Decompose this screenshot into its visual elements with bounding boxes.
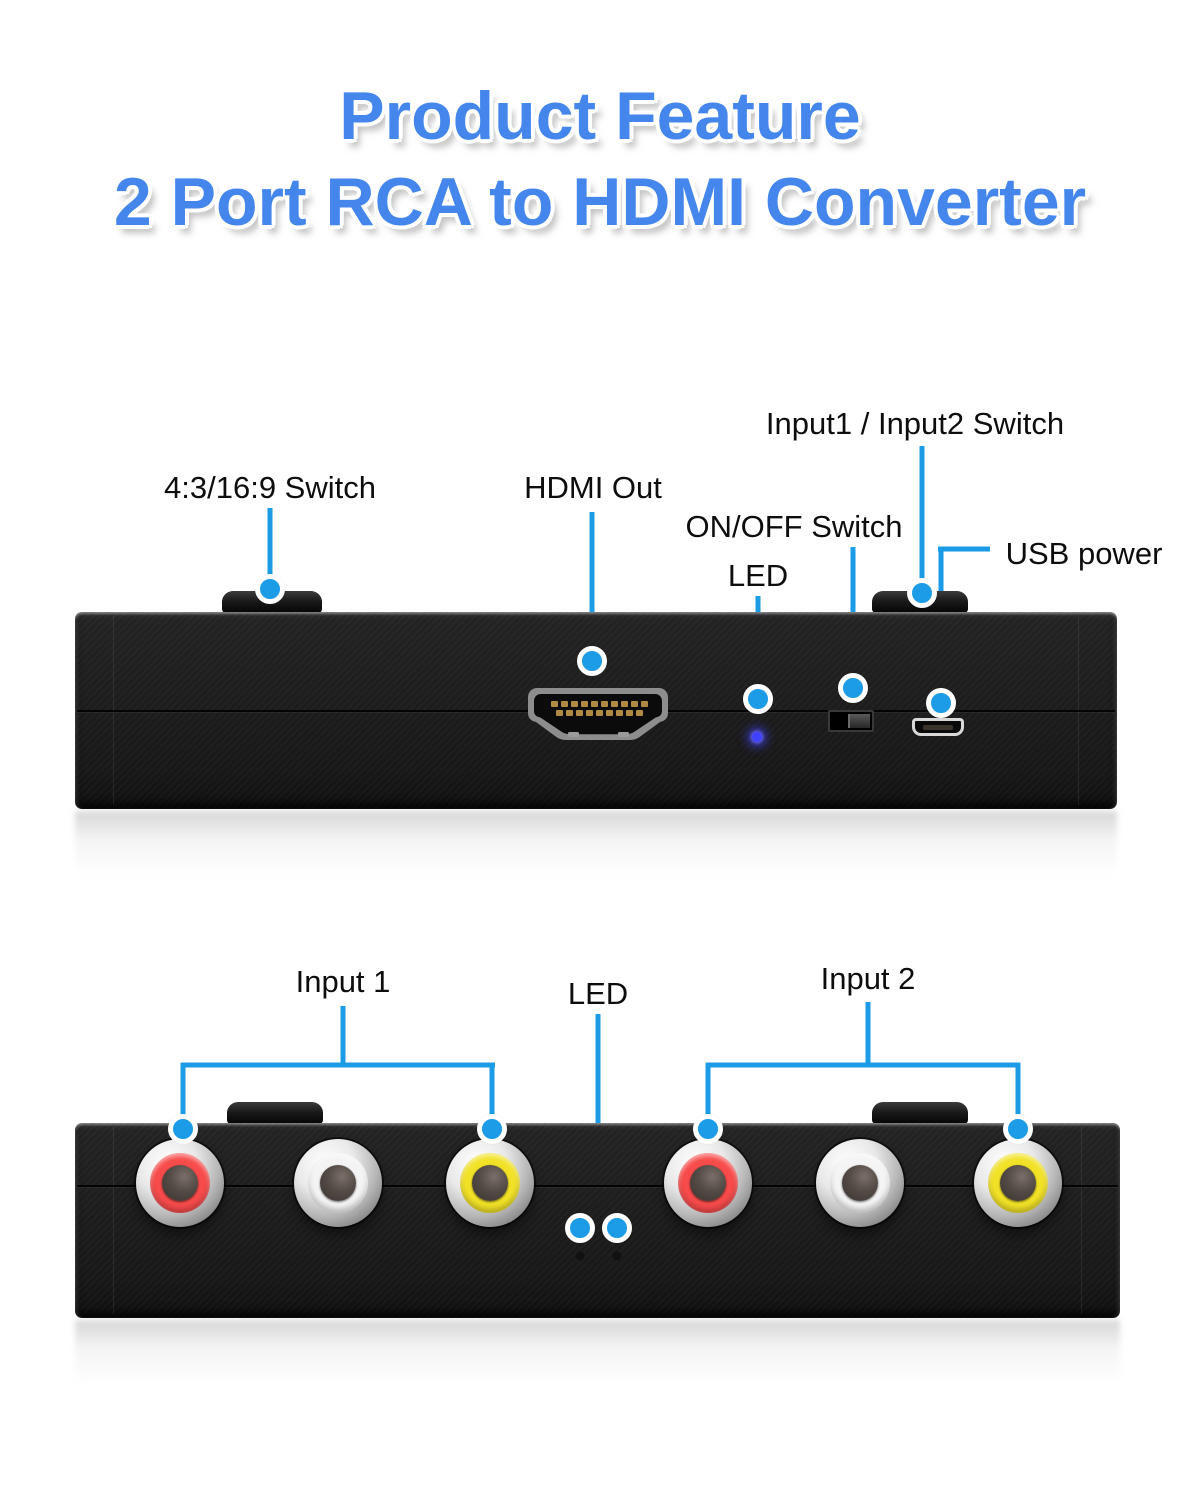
label-on-off-switch: ON/OFF Switch	[685, 509, 903, 544]
input1-bracket-stem	[340, 1006, 346, 1065]
rca-ring-yellow	[460, 1153, 520, 1213]
label-input1: Input 1	[295, 964, 391, 999]
rca-hole	[320, 1165, 356, 1201]
input2-bracket-right	[1015, 1063, 1021, 1125]
rca-ring-yellow	[988, 1153, 1048, 1213]
rca-ring-white	[308, 1153, 368, 1213]
label-input2: Input 2	[820, 961, 916, 996]
input1-bracket-left	[180, 1063, 186, 1125]
rca-hole	[690, 1165, 726, 1201]
callout-line-aspect	[267, 508, 273, 589]
pointer-dot-input1-left	[168, 1114, 198, 1144]
rca-ring-white	[830, 1153, 890, 1213]
input1-bracket-right	[489, 1063, 495, 1125]
rca-ring-red	[678, 1153, 738, 1213]
on-off-slide-switch	[828, 710, 874, 732]
pointer-dot-front-led	[743, 684, 773, 714]
page-title-line1: Product Feature	[339, 78, 861, 154]
rca-jack-input2-red	[664, 1139, 752, 1227]
device-bevel	[1081, 1127, 1082, 1314]
pointer-dot-usb	[926, 688, 956, 718]
pointer-dot-on-off	[838, 673, 868, 703]
label-rear-led: LED	[567, 976, 629, 1011]
input2-bracket-bar	[706, 1062, 1020, 1068]
callout-line-input-switch	[919, 446, 925, 593]
pointer-dot-led2	[602, 1213, 632, 1243]
label-aspect-switch: 4:3/16:9 Switch	[164, 470, 376, 505]
label-usb-power: USB power	[1005, 536, 1163, 571]
pointer-dot-input-switch	[907, 578, 937, 608]
page-title-line2: 2 Port RCA to HDMI Converter	[113, 164, 1087, 240]
rca-ring-red	[150, 1153, 210, 1213]
input2-bracket-left	[705, 1063, 711, 1125]
input2-bracket-stem	[865, 1002, 871, 1065]
callout-line-hdmi	[589, 512, 595, 661]
rear-button-left	[227, 1102, 323, 1124]
pointer-dot-input2-left	[693, 1114, 723, 1144]
rca-jack-input2-white	[816, 1139, 904, 1227]
label-input-switch: Input1 / Input2 Switch	[765, 406, 1065, 441]
rear-reflection	[75, 1320, 1120, 1392]
pointer-dot-input1-right	[477, 1114, 507, 1144]
led-bracket-stem	[595, 1014, 601, 1153]
rca-jack-input1-red	[136, 1139, 224, 1227]
rca-jack-input1-yellow	[446, 1139, 534, 1227]
pointer-dot-led1	[565, 1213, 595, 1243]
label-hdmi-out: HDMI Out	[524, 470, 662, 505]
usb-slot	[923, 725, 953, 730]
pointer-dot-hdmi	[577, 646, 607, 676]
converter-rear-panel	[75, 1123, 1120, 1318]
rca-hole	[1000, 1165, 1036, 1201]
rear-button-right	[872, 1102, 968, 1124]
label-front-led: LED	[727, 558, 789, 593]
device-bevel	[113, 1127, 114, 1314]
rear-panel-seam	[77, 1185, 1118, 1187]
rear-led-hole-2	[612, 1251, 622, 1261]
rca-jack-input2-yellow	[974, 1139, 1062, 1227]
rca-hole	[162, 1165, 198, 1201]
rca-jack-input1-white	[294, 1139, 382, 1227]
front-reflection	[75, 811, 1117, 883]
rca-hole	[472, 1165, 508, 1201]
callout-line-usb-h	[938, 546, 990, 552]
micro-usb-port	[912, 718, 964, 736]
hdmi-pins	[551, 701, 648, 716]
rca-hole	[842, 1165, 878, 1201]
hdmi-port	[528, 688, 668, 740]
power-led	[752, 732, 762, 742]
slide-switch-knob	[848, 714, 870, 728]
pointer-dot-input2-right	[1003, 1114, 1033, 1144]
input1-bracket-bar	[181, 1062, 495, 1068]
rear-led-hole-1	[575, 1251, 585, 1261]
pointer-dot-aspect	[255, 574, 285, 604]
